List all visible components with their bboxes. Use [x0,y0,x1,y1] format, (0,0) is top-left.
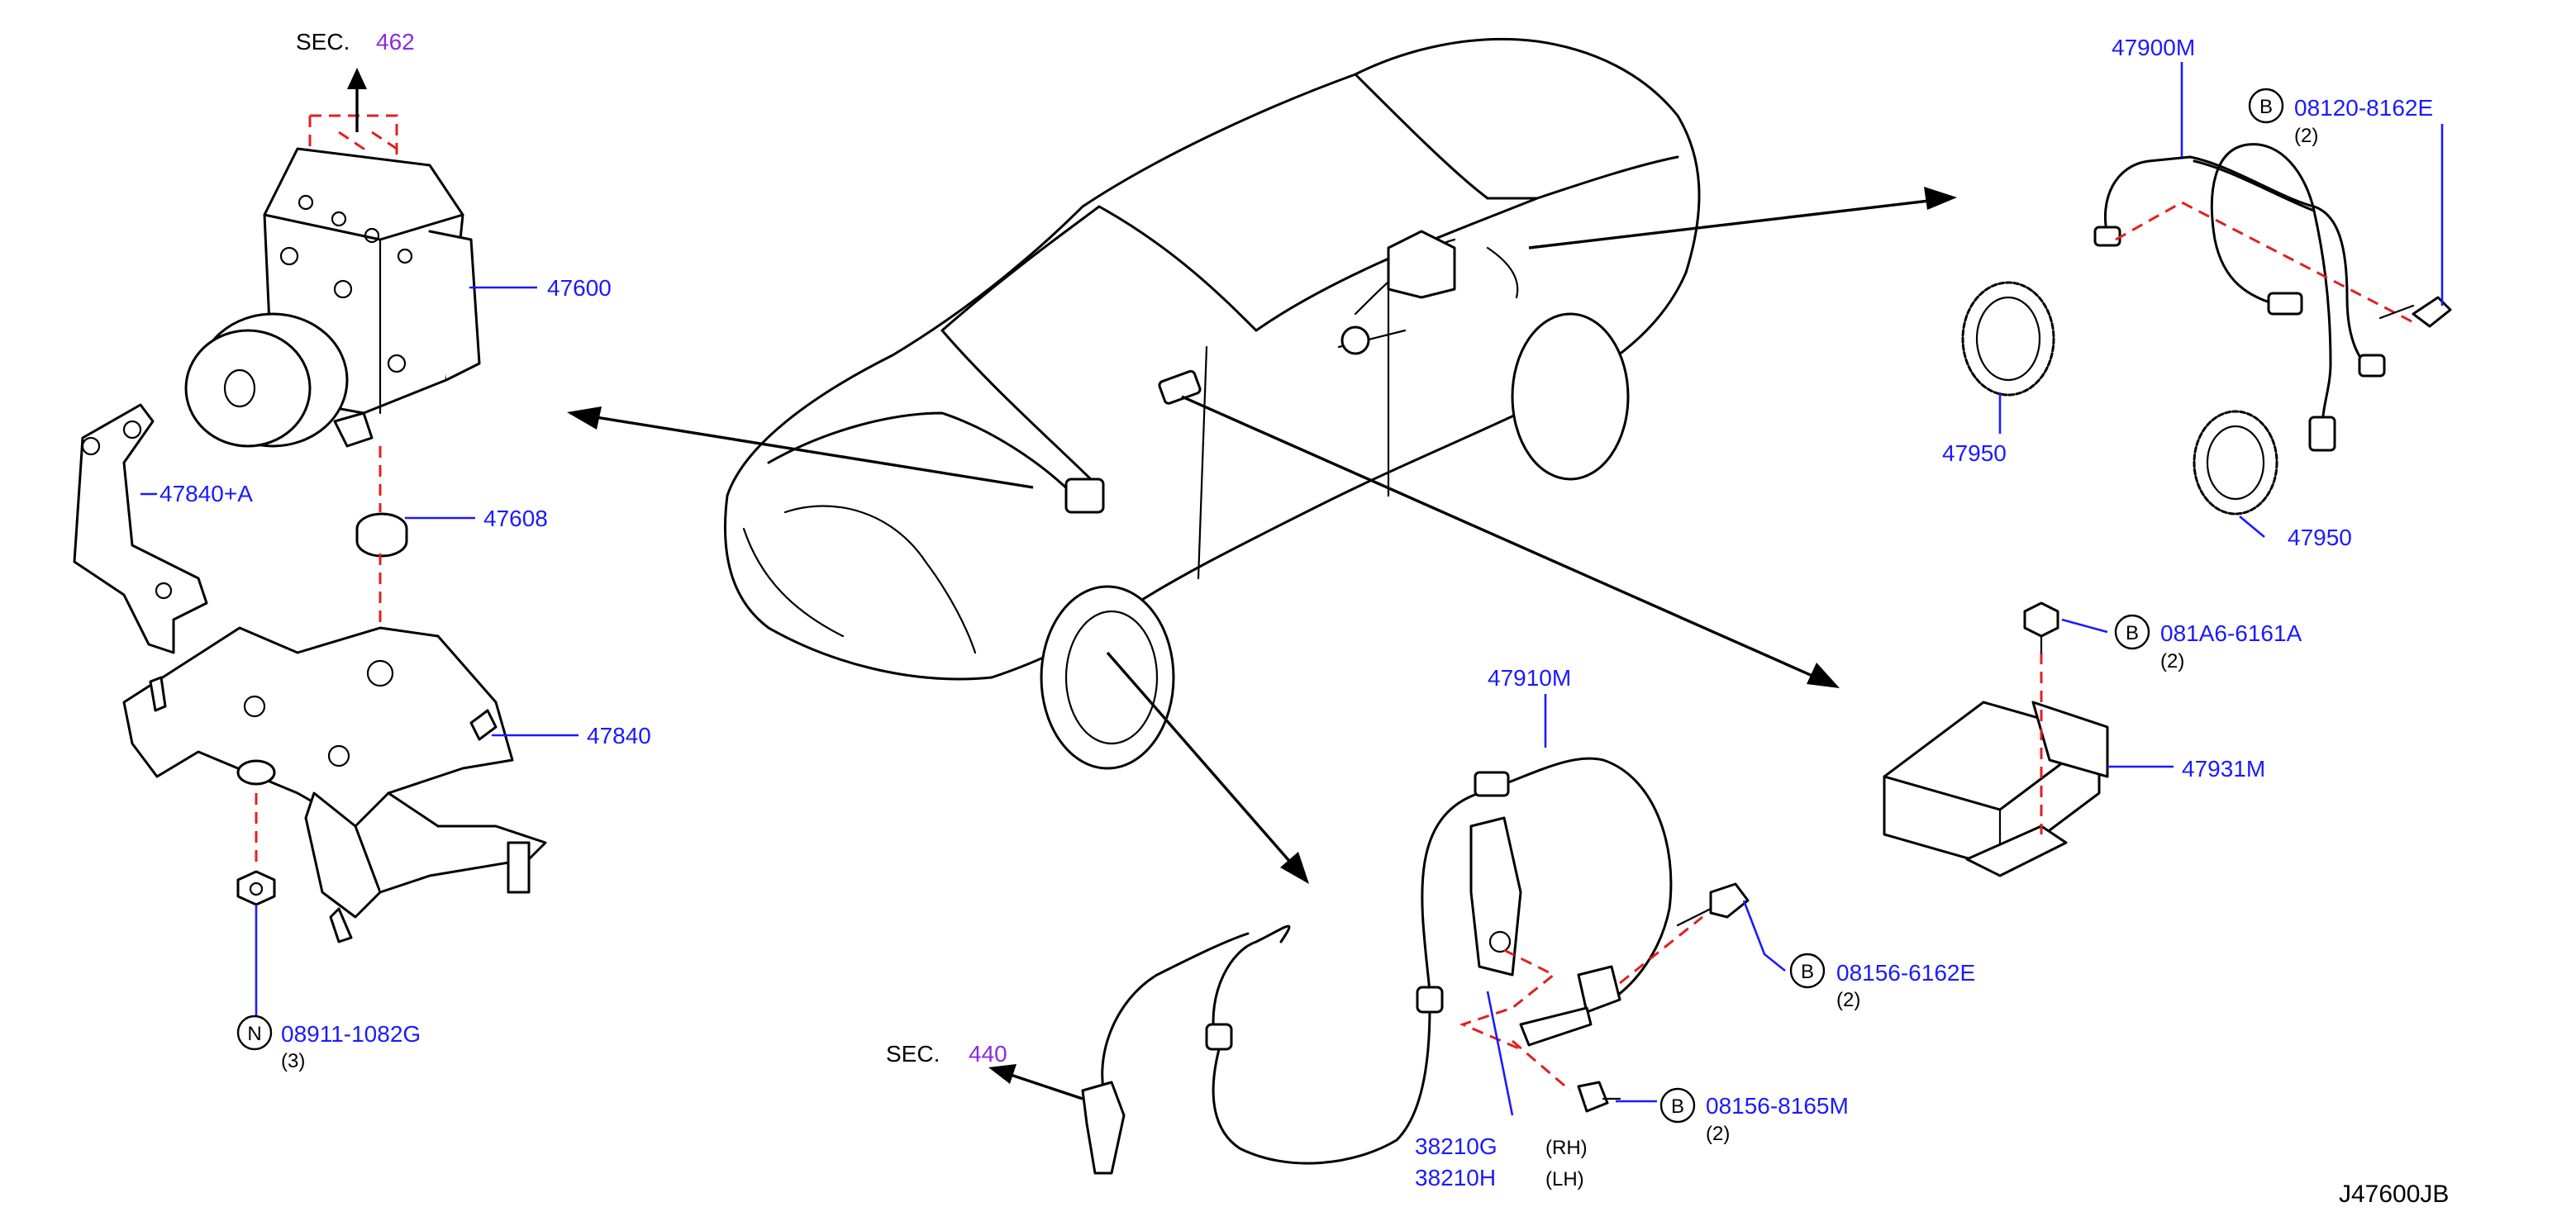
callout-08156-6162e[interactable]: 08156-6162E [1836,960,1975,986]
callout-38210g[interactable]: 38210G [1415,1133,1498,1159]
callout-47608[interactable]: 47608 [483,506,548,531]
badge-b-081a6: B [2114,614,2150,650]
abs-actuator-assembly [184,114,481,661]
svg-text:N: N [247,1023,261,1045]
sec-462-arrow [347,68,367,132]
callout-08911-1082g[interactable]: 08911-1082G [281,1021,421,1047]
callout-47931m[interactable]: 47931M [2182,756,2265,782]
sec-440-arrow [988,1064,1083,1100]
badge-b-08156e: B [1789,953,1826,989]
callout-47900m[interactable]: 47900M [2112,35,2195,60]
callout-47600[interactable]: 47600 [547,275,612,301]
callout-47840a[interactable]: 47840+A [160,481,253,506]
sec-462-prefix: SEC. [296,29,350,55]
badge-b-08156m: B [1659,1087,1696,1124]
sensor-cable-47910m [1081,757,1750,1175]
sec-462-number: 462 [376,29,415,55]
callout-08156-e-qty: (2) [1836,989,1860,1011]
svg-text:B: B [2126,622,2139,644]
tone-ring-47950-a [1961,281,2055,397]
callout-47840[interactable]: 47840 [587,723,651,748]
callout-47950-a[interactable]: 47950 [1942,440,2007,466]
svg-text:B: B [1801,961,1814,983]
bracket-47840a [73,403,208,654]
svg-text:B: B [1671,1095,1684,1118]
callout-38210g-side: (RH) [1545,1137,1588,1159]
sec-440-number: 440 [969,1041,1007,1067]
callout-08120-qty: (2) [2294,125,2318,147]
callout-08120-8162e[interactable]: 08120-8162E [2294,95,2433,121]
badge-b-08120: B [2248,88,2284,124]
leader-lines [140,62,2444,1116]
callout-47910m[interactable]: 47910M [1488,665,1571,691]
tone-ring-47950-b [2193,410,2278,516]
nut-08911 [236,793,276,906]
car-illustration [724,37,1701,770]
sec-440-prefix: SEC. [886,1041,940,1067]
callout-081a6-qty: (2) [2160,650,2184,672]
car-pointer-arrows [567,187,1957,884]
callout-08156-m-qty: (2) [1706,1123,1730,1145]
callout-38210h[interactable]: 38210H [1415,1165,1496,1190]
diagram-code: J47600JB [2339,1181,2449,1208]
callout-38210h-side: (LH) [1545,1168,1584,1190]
control-module-47931m [1883,601,2109,877]
callout-081a6-6161a[interactable]: 081A6-6161A [2160,620,2302,646]
badge-n: N [236,1015,273,1051]
callout-47950-b[interactable]: 47950 [2288,525,2352,550]
bracket-47840 [122,626,547,943]
svg-text:B: B [2259,96,2273,118]
callout-08156-8165m[interactable]: 08156-8165M [1706,1093,1849,1119]
harness-47900m [2093,143,2452,452]
callout-08911-qty: (3) [281,1050,305,1072]
